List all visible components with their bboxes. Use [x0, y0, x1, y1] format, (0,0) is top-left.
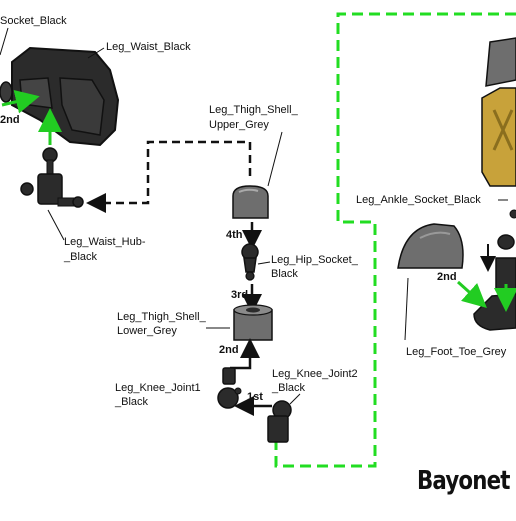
label-thigh-lower-line2: Lower_Grey	[117, 325, 177, 338]
leg-waist-hub-part	[21, 148, 83, 207]
label-foot-toe: Leg_Foot_Toe_Grey	[406, 346, 506, 359]
label-thigh-upper-line1: Leg_Thigh_Shell_	[209, 104, 298, 117]
label-hip-socket-line1: Leg_Hip_Socket_	[271, 254, 358, 267]
label-knee-joint2-line2: _Black	[272, 382, 305, 395]
label-waist-hub-line2: _Black	[64, 251, 97, 264]
step-2nd-waist: 2nd	[0, 114, 20, 126]
knee-joint1-part	[218, 368, 241, 408]
step-1st: 1st	[247, 391, 263, 403]
green-arrow-foot-diag	[458, 282, 478, 300]
foot-toe-leader	[405, 278, 408, 340]
ankle-socket-part	[510, 210, 516, 218]
thigh-shell-upper-part	[233, 186, 268, 218]
hip-socket-leader	[258, 262, 270, 264]
step-2nd-knee: 2nd	[219, 344, 239, 356]
waist-hub-leader	[48, 210, 64, 240]
black-dashed-route	[96, 142, 250, 203]
label-socket-black: Socket_Black	[0, 15, 67, 28]
socket-leader	[0, 28, 8, 55]
hip-socket-part	[242, 244, 258, 280]
thigh-upper-leader	[268, 132, 282, 186]
label-ankle-socket: Leg_Ankle_Socket_Black	[356, 194, 481, 207]
foot-base-part	[474, 235, 516, 330]
brand-logo-text: Bayonet	[417, 466, 510, 496]
step-4th: 4th	[226, 229, 243, 241]
thigh-shell-lower-part	[234, 305, 272, 340]
shin-armor-gold-part	[482, 38, 516, 186]
label-knee-joint1-line1: Leg_Knee_Joint1	[115, 382, 201, 395]
knee-joint2-leader	[290, 394, 300, 404]
label-hip-socket-line2: Black	[271, 268, 298, 281]
foot-toe-part	[398, 224, 463, 268]
label-thigh-lower-line1: Leg_Thigh_Shell_	[117, 311, 206, 324]
label-knee-joint1-line2: _Black	[115, 396, 148, 409]
leg-waist-part	[0, 48, 118, 145]
label-thigh-upper-line2: Upper_Grey	[209, 119, 269, 132]
step-2nd-foot: 2nd	[437, 271, 457, 283]
label-knee-joint2-line1: Leg_Knee_Joint2	[272, 368, 358, 381]
step-3rd: 3rd	[231, 289, 248, 301]
label-leg-waist-black: Leg_Waist_Black	[106, 41, 191, 54]
green-dashed-boundary	[276, 14, 516, 466]
label-waist-hub-line1: Leg_Waist_Hub-	[64, 236, 146, 249]
